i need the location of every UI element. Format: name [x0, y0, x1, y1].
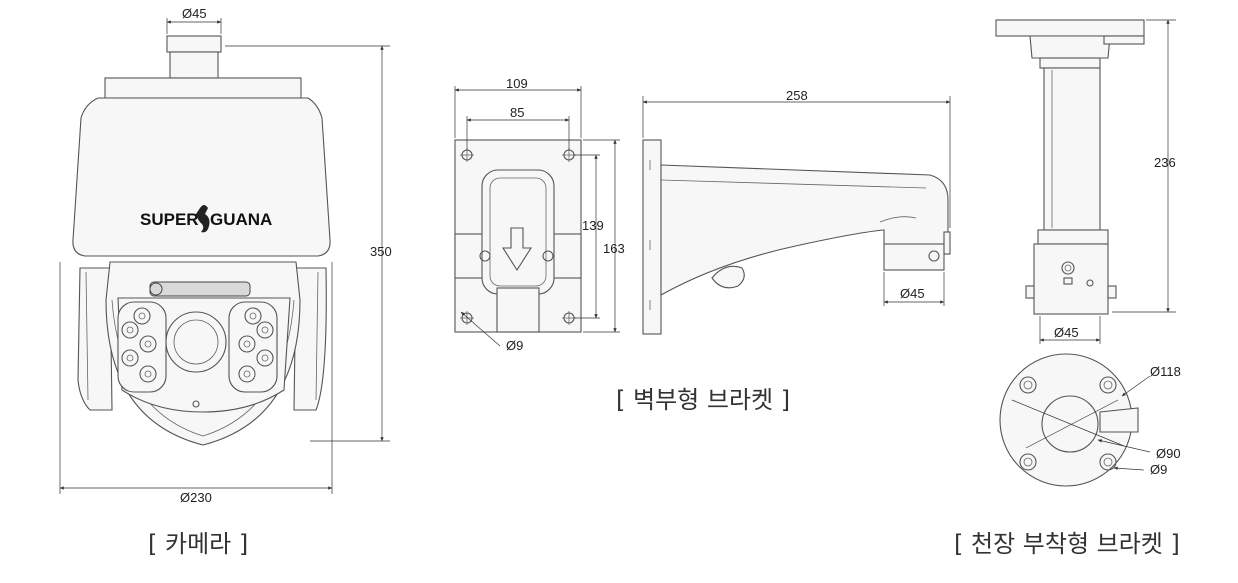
plate-width-label: 109: [506, 76, 528, 91]
plate-height-label: 163: [603, 241, 625, 256]
ceiling-flange-collar: [1029, 35, 1111, 59]
plate-screw-left: [479, 250, 491, 262]
bracket-pipe-end: [883, 243, 945, 271]
bracket-arm-knob: [711, 265, 745, 289]
ceiling-flange-rib: [1099, 407, 1139, 433]
iguana-logo-icon: [196, 205, 210, 233]
logo-text-right: GUANA: [210, 210, 272, 229]
ceiling-bracket-caption: [ 천장 부착형 브라켓 ]: [954, 530, 1180, 558]
ir-led-right-group: [238, 307, 274, 383]
ceiling-bracket-side-drawing: 236 Ø45: [995, 19, 1176, 344]
ceiling-height-label: 236: [1154, 155, 1176, 170]
arm-length-label: 258: [786, 88, 808, 103]
camera-lens: [165, 311, 227, 373]
ceiling-bracket-top-drawing: Ø118 Ø90 Ø9: [999, 353, 1181, 487]
flange-diameter-label: Ø118: [1150, 364, 1181, 379]
arm-pipe-diameter-label: Ø45: [900, 286, 925, 301]
plate-hole-diameter-label: Ø9: [506, 338, 523, 353]
camera-housing: [72, 97, 331, 257]
wall-bracket-side-drawing: 258 Ø45: [642, 88, 951, 335]
plate-screw-right: [542, 250, 554, 262]
camera-top-diameter-label: Ø45: [182, 6, 207, 21]
camera-cap: [104, 77, 302, 99]
camera-indicator: [192, 400, 200, 408]
camera-caption: [ 카메라 ]: [148, 530, 249, 558]
camera-neck: [169, 51, 219, 79]
wall-bracket-caption: [ 벽부형 브라켓 ]: [616, 386, 791, 414]
ceiling-pipe: [1043, 67, 1101, 231]
hole-spacing-x-label: 85: [510, 105, 524, 120]
ceiling-hole-diameter-label: Ø9: [1150, 462, 1167, 477]
wall-plate-slot: [481, 169, 555, 295]
hole-spacing-y-label: 139: [582, 218, 604, 233]
ceiling-flange: [995, 19, 1145, 37]
camera-top-bar: [149, 281, 251, 297]
camera-height-label: 350: [370, 244, 392, 259]
ir-led-left-group: [121, 307, 157, 383]
logo-text-left: SUPER: [140, 210, 199, 229]
bracket-wall-flange: [642, 139, 662, 335]
camera-sensor: [149, 282, 163, 296]
camera-right-arm: [293, 267, 327, 411]
wall-bracket-plate-drawing: 109 85 139 163 Ø9: [454, 76, 625, 353]
camera-width-label: Ø230: [180, 490, 212, 505]
ceiling-pipe-end: [1033, 243, 1109, 315]
bracket-arm: [660, 164, 949, 296]
camera-drawing: SUPER GUANA: [59, 6, 392, 505]
bolt-circle-label: Ø90: [1156, 446, 1181, 461]
camera-top-mount: [166, 35, 222, 53]
ceiling-mounting-holes: [1019, 376, 1117, 471]
wall-plate-base: [496, 287, 540, 333]
arrow-down-icon: [501, 227, 533, 272]
ceiling-pipe-diameter-label: Ø45: [1054, 325, 1079, 340]
